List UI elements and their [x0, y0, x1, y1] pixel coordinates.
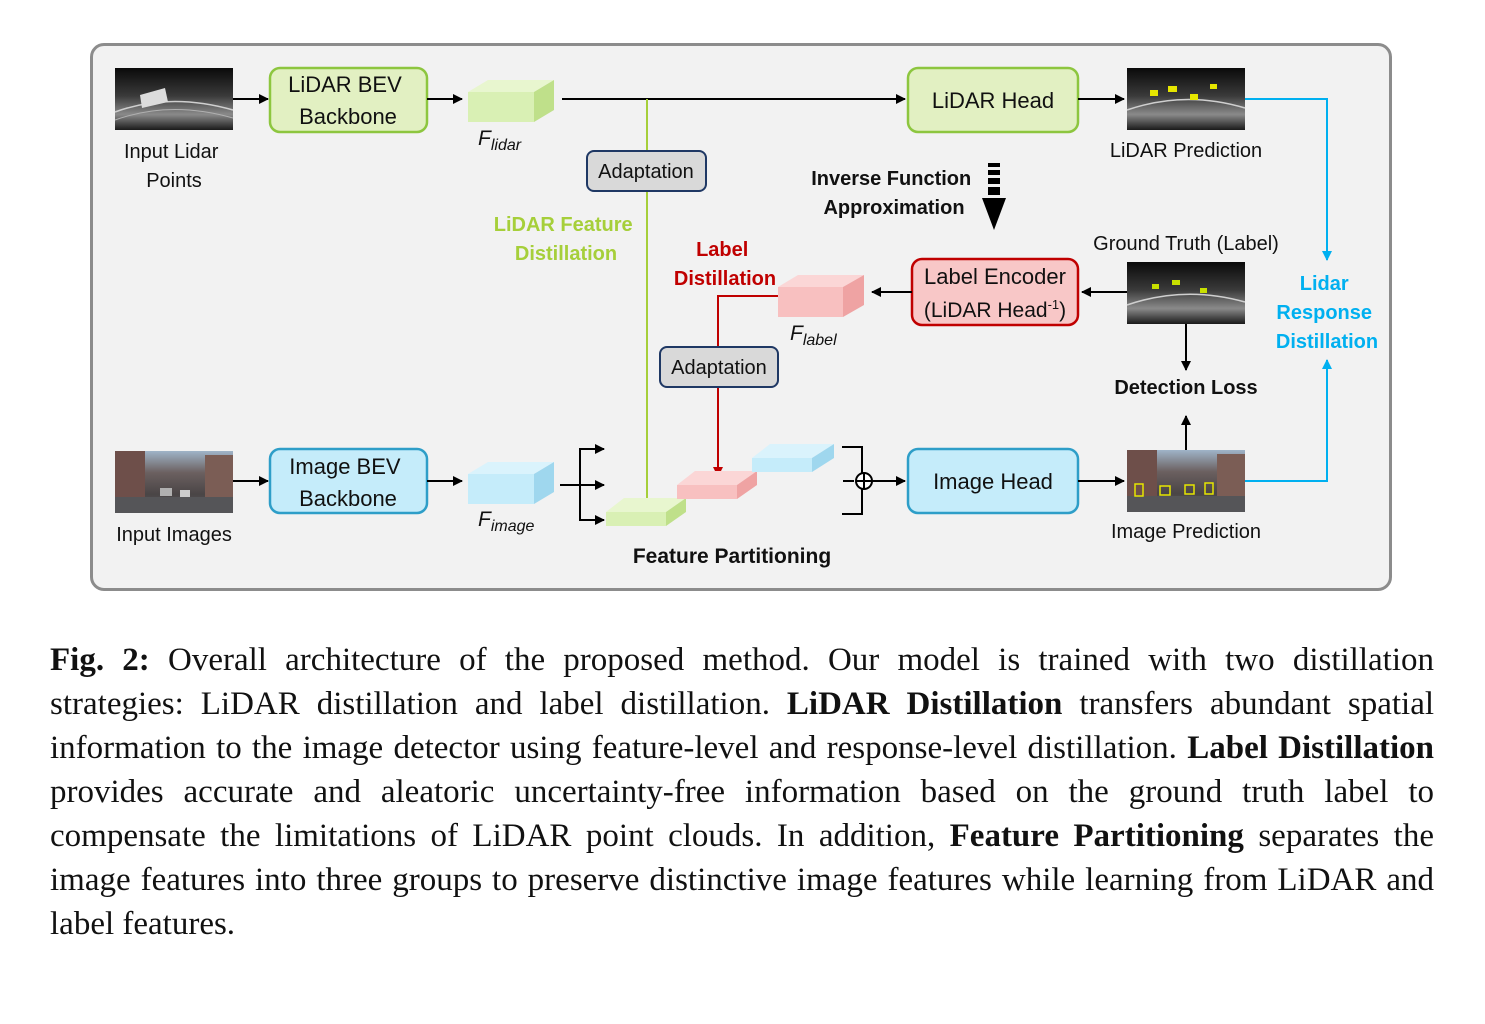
- lidar-feature-distillation-label: LiDAR Feature Distillation: [494, 214, 638, 265]
- svg-text:Image BEV Backbone: Image BEV Backbone: [289, 454, 406, 511]
- svg-text:Image Head: Image Head: [933, 469, 1053, 494]
- lidar-prediction-label: LiDAR Prediction: [1110, 140, 1262, 162]
- svg-text:LiDAR BEV Backbone: LiDAR BEV Backbone: [288, 72, 408, 129]
- caption-text-1: Overall architecture of the proposed met…: [50, 642, 1434, 722]
- caption-text-3: provides accurate and aleatoric uncertai…: [50, 774, 1434, 854]
- input-images-label: Input Images: [116, 524, 232, 546]
- image-prediction-label: Image Prediction: [1111, 521, 1261, 543]
- caption-text-4: separates the image features into three …: [50, 818, 1434, 942]
- f-label-label: Flabel: [790, 322, 837, 349]
- partition-label-feature: [677, 471, 757, 499]
- f-lidar-feature-block: [468, 80, 554, 122]
- adaptation-mid-box: Adaptation: [659, 346, 779, 388]
- figure-caption: Fig. 2: Overall architecture of the prop…: [50, 638, 1434, 946]
- label-encoder-box: Label Encoder (LiDAR Head-1): [910, 257, 1080, 327]
- input-lidar-label: Input Lidar Points: [124, 141, 224, 192]
- sum-icon: [855, 472, 873, 490]
- image-head-box: Image Head: [906, 447, 1080, 515]
- ground-truth-image: [1126, 262, 1246, 324]
- f-image-feature-block: [468, 462, 554, 504]
- lidar-head-box: LiDAR Head: [906, 66, 1080, 134]
- partition-split-arrows: [560, 444, 605, 525]
- lidar-bev-backbone-box: LiDAR BEV Backbone: [268, 66, 429, 134]
- adaptation-top-box: Adaptation: [586, 150, 707, 192]
- svg-text:Adaptation: Adaptation: [671, 357, 767, 379]
- svg-text:(LiDAR Head-1): (LiDAR Head-1): [924, 297, 1066, 322]
- f-image-label: Fimage: [478, 508, 535, 535]
- partition-image-feature: [752, 444, 834, 472]
- caption-text-2: transfers abundant spatial information t…: [50, 686, 1435, 766]
- f-label-feature-block: [778, 275, 864, 317]
- ground-truth-label: Ground Truth (Label): [1093, 233, 1279, 255]
- svg-text:LiDAR Head: LiDAR Head: [932, 88, 1054, 113]
- svg-text:Label Encoder: Label Encoder: [924, 264, 1066, 289]
- inverse-function-label: Inverse Function Approximation: [811, 168, 977, 219]
- image-bev-backbone-box: Image BEV Backbone: [268, 447, 429, 515]
- lidar-response-distillation-label: Lidar Response Distillation: [1276, 273, 1378, 353]
- svg-text:Adaptation: Adaptation: [598, 161, 694, 183]
- detection-loss-label: Detection Loss: [1114, 377, 1257, 399]
- feature-partitioning-label: Feature Partitioning: [633, 545, 831, 568]
- input-lidar-image: [114, 68, 234, 130]
- f-lidar-label: Flidar: [478, 127, 522, 154]
- lidar-response-arrow-top: [1245, 98, 1332, 261]
- input-images-image: [115, 451, 233, 513]
- lidar-response-arrow-bottom: [1245, 359, 1332, 482]
- partition-lidar-feature: [606, 498, 686, 526]
- caption-bold-label-distillation: Label Distillation: [1187, 730, 1434, 766]
- caption-bold-feature-partitioning: Feature Partitioning: [949, 818, 1244, 854]
- lidar-prediction-image: [1126, 68, 1246, 130]
- label-distillation-label: Label Distillation: [674, 239, 776, 290]
- caption-fig-label: Fig. 2:: [50, 642, 150, 678]
- label-distillation-arrow: [713, 295, 778, 477]
- caption-bold-lidar-distillation: LiDAR Distillation: [786, 686, 1063, 722]
- architecture-diagram: Input Lidar Points LiDAR BEV Backbone Fl…: [114, 66, 1378, 568]
- inverse-function-arrow: [982, 163, 1006, 230]
- image-prediction-image: [1127, 450, 1245, 512]
